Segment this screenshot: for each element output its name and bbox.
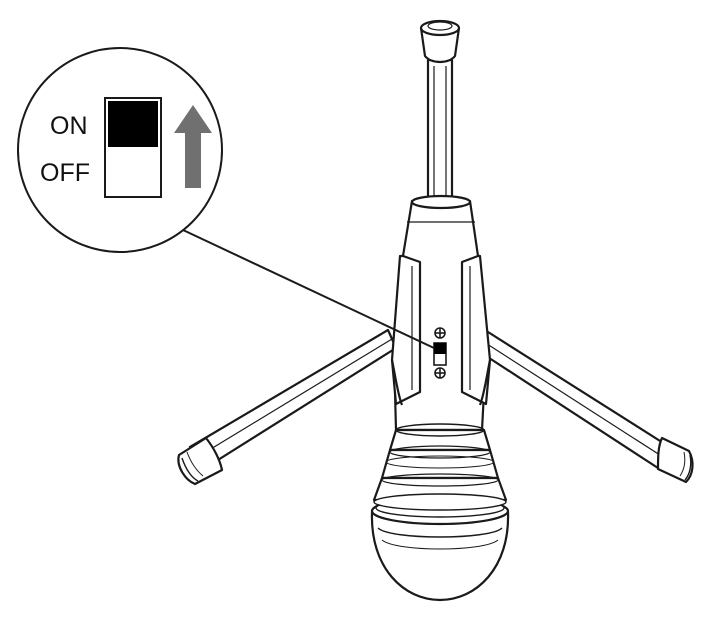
tripod-leg-top [419,19,461,202]
microphone-grille [370,493,510,602]
callout-magnifier: ON OFF [17,47,223,253]
switch-knob [108,101,158,147]
off-label: OFF [40,159,90,187]
microphone-collar [372,423,508,502]
switch-enlarged [104,97,162,198]
tripod-leg-left [177,328,398,486]
tripod-leg-right [478,330,694,484]
screw-icon-top [434,327,446,339]
on-label: ON [50,112,88,140]
callout-leader-line [182,229,435,349]
power-switch[interactable] [433,342,447,366]
screw-icon-bottom [434,367,446,379]
up-arrow-icon [174,105,212,188]
microphone-body [390,194,492,432]
